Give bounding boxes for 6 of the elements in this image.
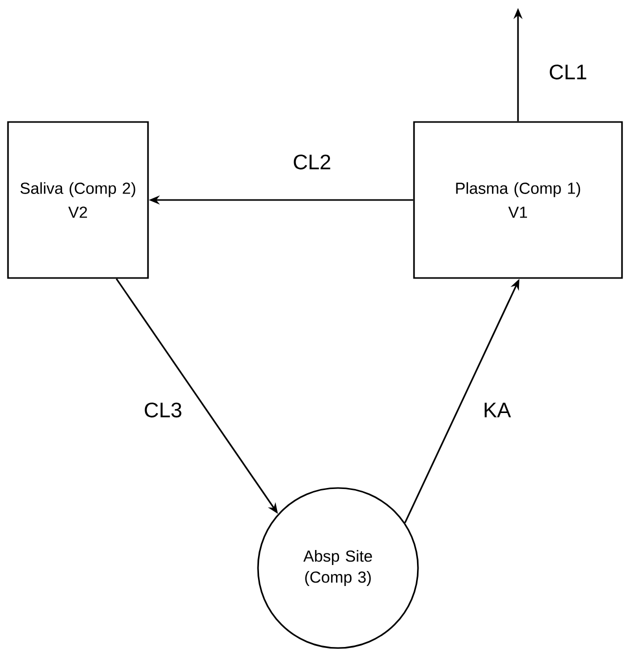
edge-label: CL1 [548,64,588,80]
edge-label: CL2 [292,154,332,170]
edge-label: CL3 [142,402,184,418]
compartment-box: Plasma (Comp 1) V1 [413,121,623,279]
compartment-box: Saliva (Comp 2) V2 [7,121,149,279]
edge-label: KA [482,402,512,418]
